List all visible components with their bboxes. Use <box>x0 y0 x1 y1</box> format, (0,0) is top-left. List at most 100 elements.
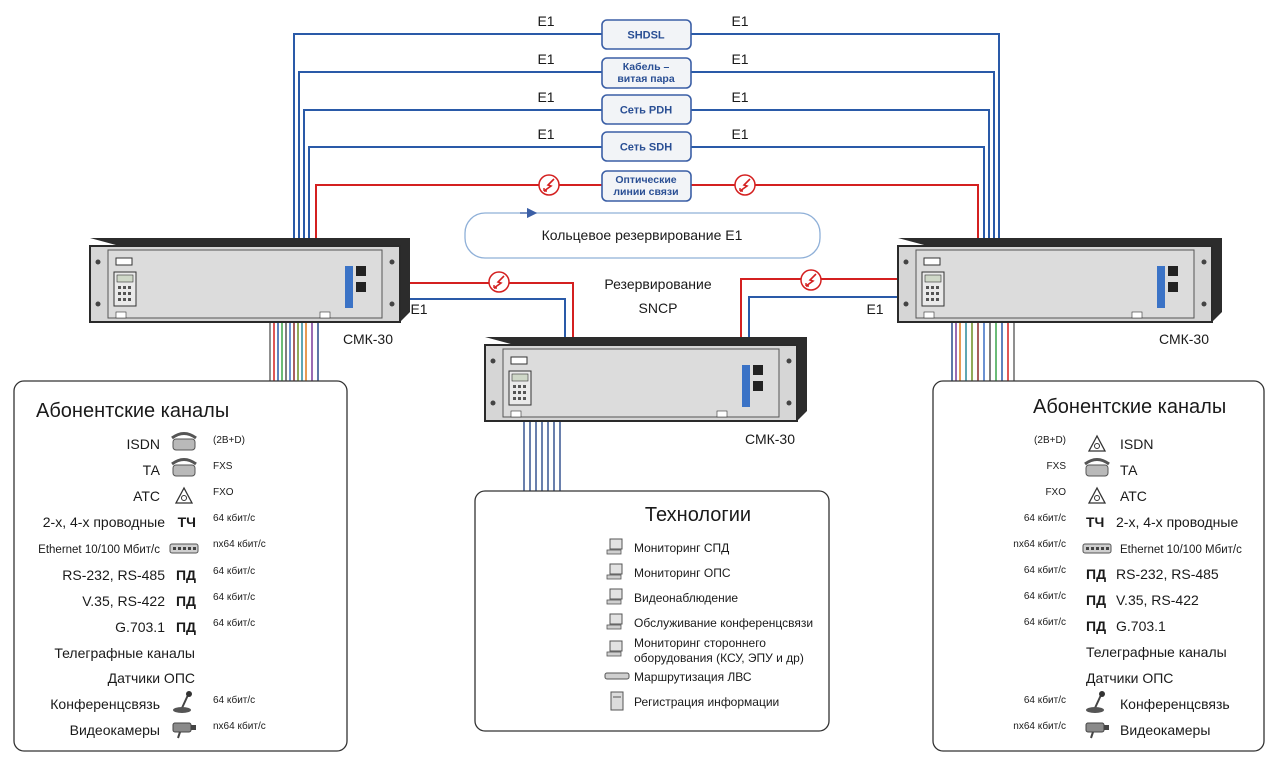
key <box>513 397 516 400</box>
mic-stem <box>1094 694 1102 709</box>
technology-label: Мониторинг СПД <box>634 541 729 555</box>
monitor <box>609 588 623 600</box>
key <box>128 292 131 295</box>
channel-rate: FXO <box>213 487 234 498</box>
link-box-label: Оптические <box>615 174 676 186</box>
key <box>513 385 516 388</box>
lightning-glyph <box>543 178 555 192</box>
server-body <box>610 691 624 711</box>
channel-rate: nx64 кбит/с <box>1013 538 1066 550</box>
sncp-label: Резервирование <box>604 276 711 292</box>
screw-icon <box>903 301 909 307</box>
computer-icon <box>606 538 623 555</box>
triangle-dot <box>1094 443 1100 449</box>
arrow-tip <box>543 188 547 192</box>
key <box>123 292 126 295</box>
keyboard <box>606 549 622 555</box>
device-center: СМК-30 <box>484 337 807 447</box>
telephone-icon <box>1084 458 1110 477</box>
key <box>931 298 934 301</box>
channel-rate: FXS <box>213 461 233 472</box>
channel-label: ISDN <box>127 436 160 452</box>
isdn-phone-icon <box>171 432 197 451</box>
key <box>926 292 929 295</box>
port-block <box>345 266 353 308</box>
sncp-optical-right-icon <box>800 269 822 291</box>
link-box-label: Сеть PDH <box>620 105 672 117</box>
channel-rate: nx64 кбит/с <box>213 538 266 550</box>
lcd-screen <box>116 274 134 283</box>
camera-body <box>172 722 192 733</box>
optical-left-icon <box>538 174 560 196</box>
sncp-blue-left <box>400 298 566 338</box>
channel-label: ТА <box>1120 462 1138 478</box>
technology-item: Мониторинг СПД <box>606 538 729 555</box>
channel-row: ISDN (2B+D) <box>127 432 245 452</box>
rj45-port-icon <box>356 266 366 276</box>
channel-rate: 64 кбит/с <box>213 565 255 577</box>
camera-body <box>1085 722 1105 733</box>
arrow-tip <box>739 188 743 192</box>
status-led-icon <box>115 257 133 266</box>
camera-lens <box>191 725 196 730</box>
left-channels-panel <box>13 380 348 752</box>
e1-label-right: E1 <box>731 13 748 29</box>
link-box-frame <box>601 94 692 125</box>
channel-label: G.703.1 <box>115 619 165 635</box>
e1-label-left: E1 <box>537 51 554 67</box>
device-right: СМК-30 <box>897 238 1222 347</box>
microphone-icon <box>1086 691 1105 713</box>
sncp-label: SNCP <box>639 300 678 316</box>
lcd-screen <box>511 373 529 382</box>
link-box-frame <box>601 57 692 89</box>
technology-label: оборудования (КСУ, ЭПУ и др) <box>634 651 804 665</box>
switch-port <box>1096 547 1099 550</box>
key <box>931 292 934 295</box>
switch-port <box>183 547 186 550</box>
link-box-label: SHDSL <box>627 30 665 42</box>
link-box-frame <box>601 170 692 202</box>
switch-port <box>188 547 191 550</box>
channel-label: Датчики ОПС <box>1086 670 1173 686</box>
sncp-red-right <box>740 278 898 338</box>
key <box>926 286 929 289</box>
key <box>518 397 521 400</box>
screw-icon <box>786 400 792 406</box>
channel-rate: 64 кбит/с <box>1024 694 1066 706</box>
technology-label: Маршрутизация ЛВС <box>634 670 752 684</box>
channel-label: RS-232, RS-485 <box>1116 566 1219 582</box>
channel-row: Датчики ОПС <box>1086 670 1173 686</box>
device-left: СМК-30 <box>89 238 410 347</box>
link-box-1: Кабель –витая пара <box>601 57 692 89</box>
arrow-tip <box>805 283 809 287</box>
key <box>128 286 131 289</box>
switch-port <box>1101 547 1104 550</box>
channel-label: 2-х, 4-х проводные <box>1116 514 1238 530</box>
link-box-label: Сеть SDH <box>620 142 672 154</box>
device-panel <box>107 249 383 319</box>
switch-port <box>173 547 176 550</box>
status-led-icon <box>510 356 528 365</box>
link-box-label: витая пара <box>617 73 675 85</box>
channel-rate: 64 кбит/с <box>1024 564 1066 576</box>
channel-rate: 64 кбит/с <box>213 617 255 629</box>
phone-base <box>172 438 196 451</box>
screw-icon <box>786 358 792 364</box>
key <box>118 292 121 295</box>
screw-icon <box>903 259 909 265</box>
key <box>128 298 131 301</box>
telephone-icon <box>171 458 197 477</box>
connector-icon <box>510 410 522 418</box>
ethernet-switch-icon <box>1082 543 1112 554</box>
channel-rate: (2B+D) <box>213 435 245 446</box>
phone-base <box>172 464 196 477</box>
rj45-port-icon <box>753 365 763 375</box>
